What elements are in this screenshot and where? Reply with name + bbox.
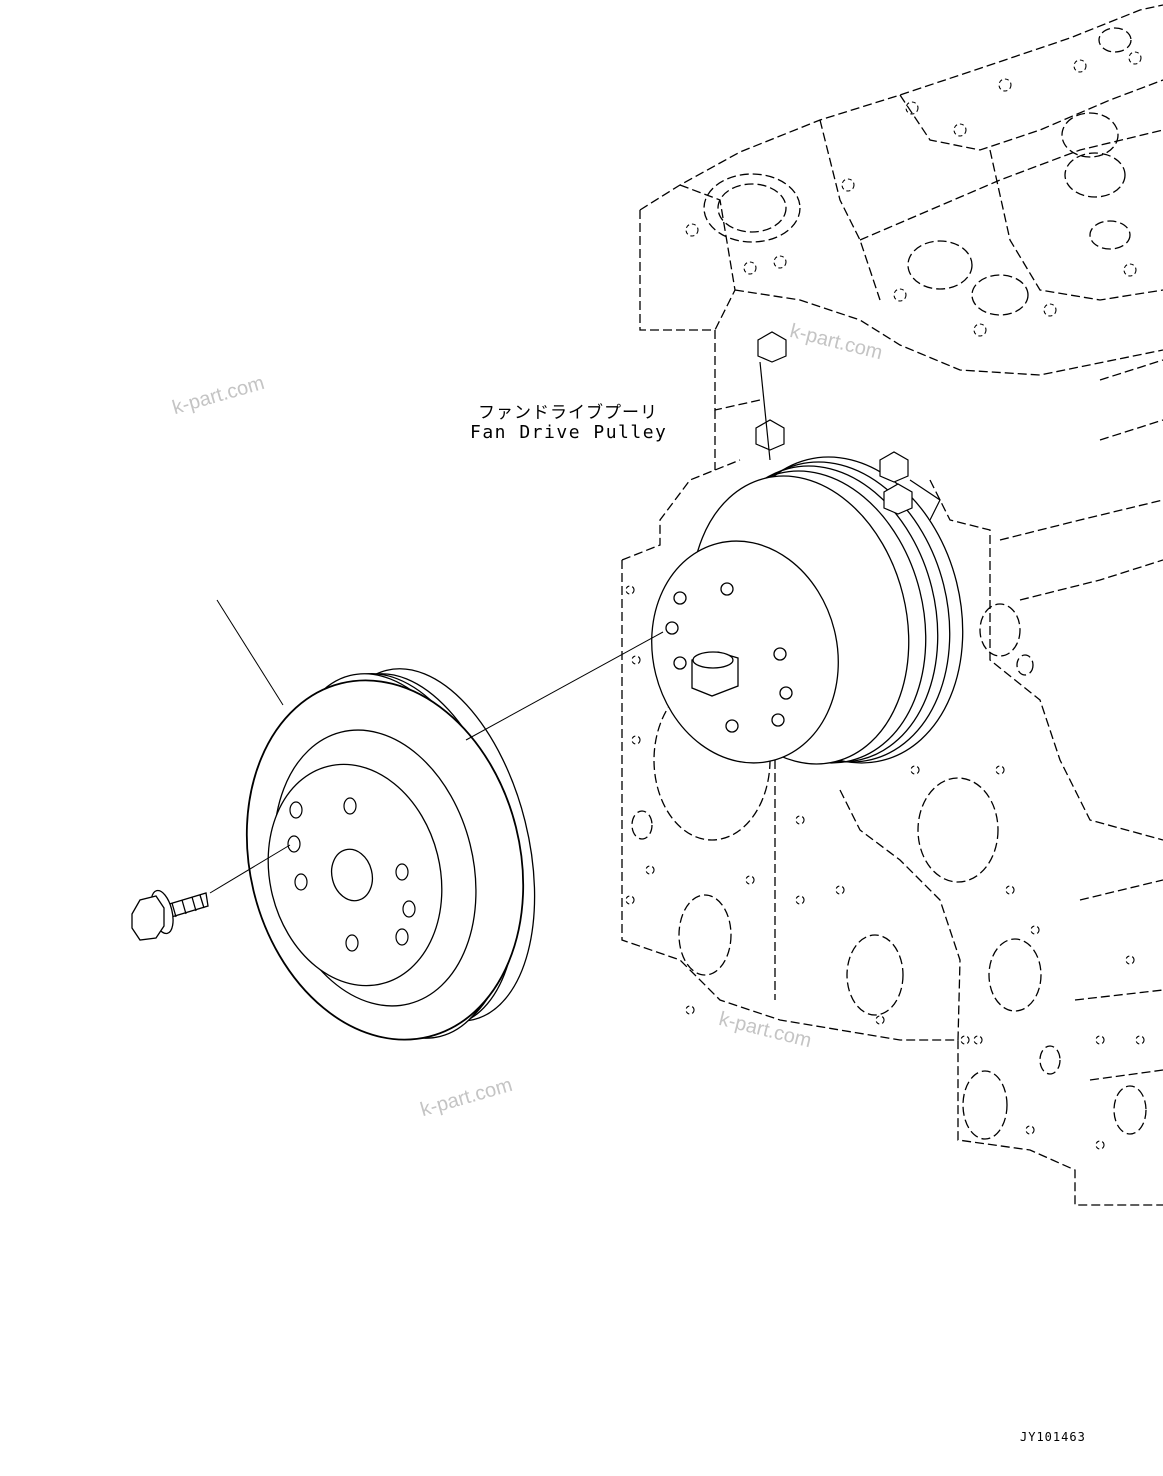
engine-small-holes [625, 51, 1145, 1150]
callout-label-japanese: ファンドライブプーリ [478, 403, 658, 423]
installed-pulley [651, 456, 964, 765]
leader-lines [209, 599, 664, 894]
engine-block-outline [621, 4, 1163, 1206]
drawing-code: JY101463 [1020, 1430, 1086, 1444]
fan-drive-pulley [245, 668, 536, 1041]
callout-label-english: Fan Drive Pulley [470, 422, 668, 443]
flange-bolt [131, 889, 209, 941]
engine-bolts [755, 331, 941, 521]
